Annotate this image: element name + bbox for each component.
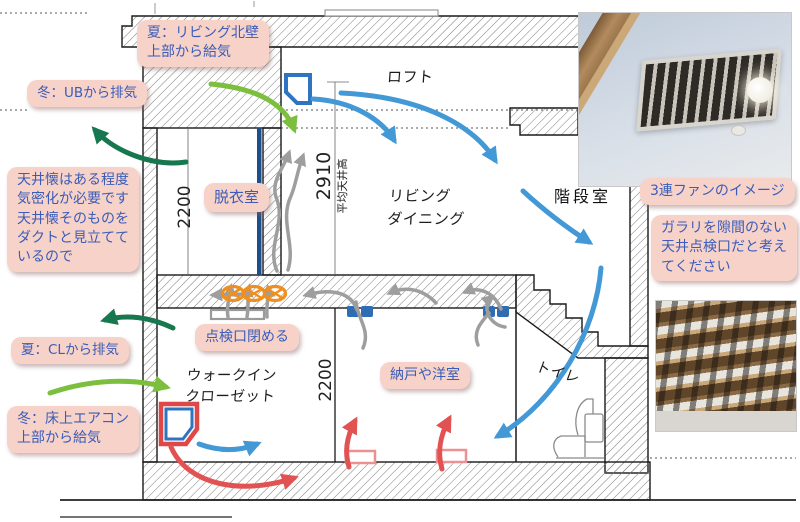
note-summer-cl-exhaust: 夏：CLから排気 — [11, 337, 129, 364]
dimension-upper-2200: 2200 — [175, 185, 195, 229]
inspection-hatch — [209, 308, 266, 321]
ridge-vent-mark — [324, 9, 439, 17]
note-summer-living-supply: 夏：リビング北壁 上部から給気 — [137, 20, 269, 67]
triple-fan-symbol — [220, 284, 288, 303]
dimension-avg-ceiling-label: 平均天井高 — [336, 158, 349, 214]
note-ceiling-cavity: 天井懐はある程度 気密化が必要です 天井懐そのものを ダクトと見立てて いるので — [7, 167, 139, 272]
note-close-hatch: 点検口閉める — [195, 324, 299, 352]
green-supply-arrows — [47, 81, 298, 396]
blue-airflow-arrows — [196, 90, 604, 457]
label-storage-room: 納戸や洋室 — [380, 362, 470, 390]
darkgreen-exhaust-arrows — [91, 126, 189, 331]
toilet-drawing — [553, 398, 604, 459]
room-label-loft: ロフト — [386, 68, 435, 86]
floor-vent — [344, 448, 468, 465]
floor-ac-unit — [158, 401, 200, 447]
loft-supply-vent — [284, 73, 312, 105]
photo-ceiling-fan — [578, 12, 792, 187]
photo-louver-closeup — [655, 300, 797, 432]
room-label-living-dining: リビング ダイニング — [386, 187, 466, 228]
gray-airflow-arrows — [209, 149, 507, 350]
room-label-walk-in-closet: ウォークイン クローゼット — [184, 368, 278, 405]
smoke-detector — [731, 125, 746, 136]
label-dressing-room: 脱衣室 — [204, 183, 270, 212]
note-winter-ub-exhaust: 冬：UBから排気 — [27, 80, 148, 107]
note-fan-image-caption: 3連ファンのイメージ — [640, 178, 795, 206]
note-louver-explanation: ガラリを隙間のない 天井点検口だと考え てください — [651, 215, 797, 281]
dimension-2910: 2910 — [313, 151, 335, 201]
red-airflow-arrows — [168, 414, 452, 490]
dimension-lower-2200: 2200 — [316, 358, 336, 402]
note-winter-floor-ac: 冬：床上エアコン 上部から給気 — [7, 406, 139, 453]
light-bulb — [747, 77, 773, 103]
room-label-stairwell: 階段室 — [554, 187, 612, 206]
